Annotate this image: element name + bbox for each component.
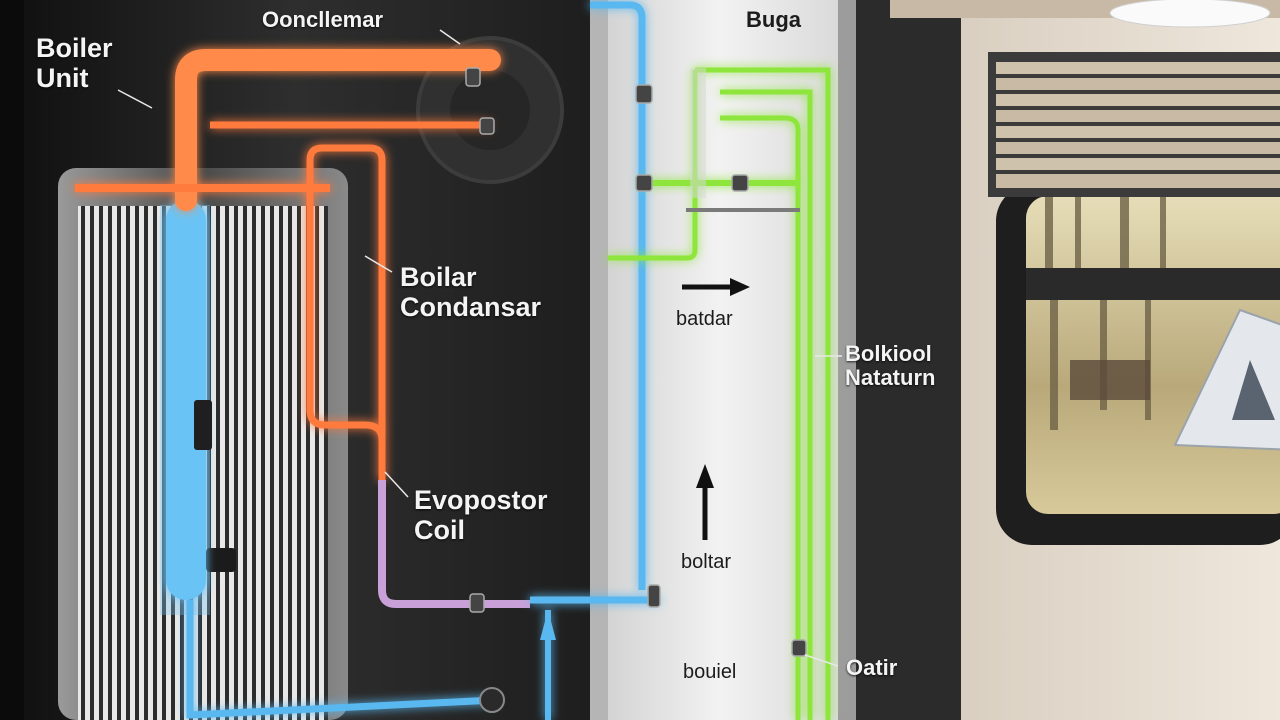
cold-tank [166, 200, 206, 600]
cabinet-edge [0, 0, 24, 720]
condenser-loop [306, 144, 386, 480]
leader-condenser-top [439, 29, 461, 45]
hot-pipe-group [75, 49, 501, 480]
label-batdar: batdar [676, 308, 733, 330]
valve-knob [206, 548, 236, 572]
green-pipe-group [608, 67, 831, 720]
tree-3 [1120, 196, 1129, 268]
fittings [465, 67, 807, 657]
shade-housing [988, 52, 1280, 197]
fitting-3 [635, 84, 653, 104]
leader-boiler-condenser [364, 255, 393, 273]
label-oatir: Oatir [846, 655, 898, 680]
green-pipe-left [608, 70, 698, 261]
window-divider [1026, 268, 1280, 300]
evaporator-pipe [378, 480, 530, 608]
slat-7 [996, 158, 1280, 170]
tree-6 [1100, 300, 1107, 410]
slat-8 [996, 174, 1280, 188]
tree-5 [1050, 300, 1058, 430]
green-pipe-inner [720, 115, 801, 720]
label-evaporator-coil: Evopostor Coil [414, 485, 548, 545]
green-pipe-outer [695, 67, 831, 720]
leader-oatir [804, 654, 839, 667]
label-boiler-return: Bolkiool Nataturn [845, 341, 936, 391]
condenser-return [306, 409, 386, 441]
panel-frame [590, 0, 608, 720]
fitting-2 [479, 117, 495, 135]
tree-4 [1160, 196, 1166, 268]
cold-pipe-return [186, 600, 496, 719]
tree-2 [1075, 196, 1081, 268]
leader-lines [117, 29, 842, 667]
tank-gauge [194, 400, 212, 450]
arrow-right-head [730, 278, 750, 296]
dark-side-column [856, 0, 961, 720]
slat-5 [996, 126, 1280, 138]
vent-center [450, 70, 530, 150]
tent-door [1232, 360, 1275, 420]
shade-slats [996, 62, 1280, 188]
leader-boiler-unit [117, 89, 153, 109]
label-bugs: Buga [746, 7, 801, 32]
panel-frame-right [838, 0, 856, 720]
label-bouiel: bouiel [683, 661, 737, 683]
label-boiler-condenser: Boilar Condansar [400, 262, 542, 322]
leader-evaporator [384, 471, 409, 498]
fitting-6 [469, 593, 485, 613]
slat-3 [996, 94, 1280, 106]
flow-arrow-up-blue [540, 610, 556, 640]
bottom-valve [479, 687, 505, 713]
fitting-7 [647, 584, 661, 608]
label-boiler-unit: Boiler Unit [36, 33, 113, 93]
fitting-4 [635, 174, 653, 192]
green-pipe-bracket [690, 68, 706, 198]
cold-pipe-vertical [590, 1, 646, 590]
cold-pipe-group [186, 1, 660, 720]
label-condenser-top: Ooncllemar [262, 7, 384, 32]
slat-2 [996, 78, 1280, 90]
picnic-table [1070, 360, 1150, 400]
slat-1 [996, 62, 1280, 74]
slat-6 [996, 142, 1280, 154]
label-boltar: boltar [681, 551, 732, 573]
tree-1 [1045, 196, 1053, 268]
fitting-5 [731, 174, 749, 192]
arrow-up-head [696, 464, 714, 488]
ceiling-light [1109, 0, 1271, 28]
fitting-1 [465, 67, 481, 87]
hot-pipe-main [175, 49, 501, 211]
fitting-8 [791, 639, 807, 657]
green-pipe-mid [720, 89, 813, 720]
slat-4 [996, 110, 1280, 122]
